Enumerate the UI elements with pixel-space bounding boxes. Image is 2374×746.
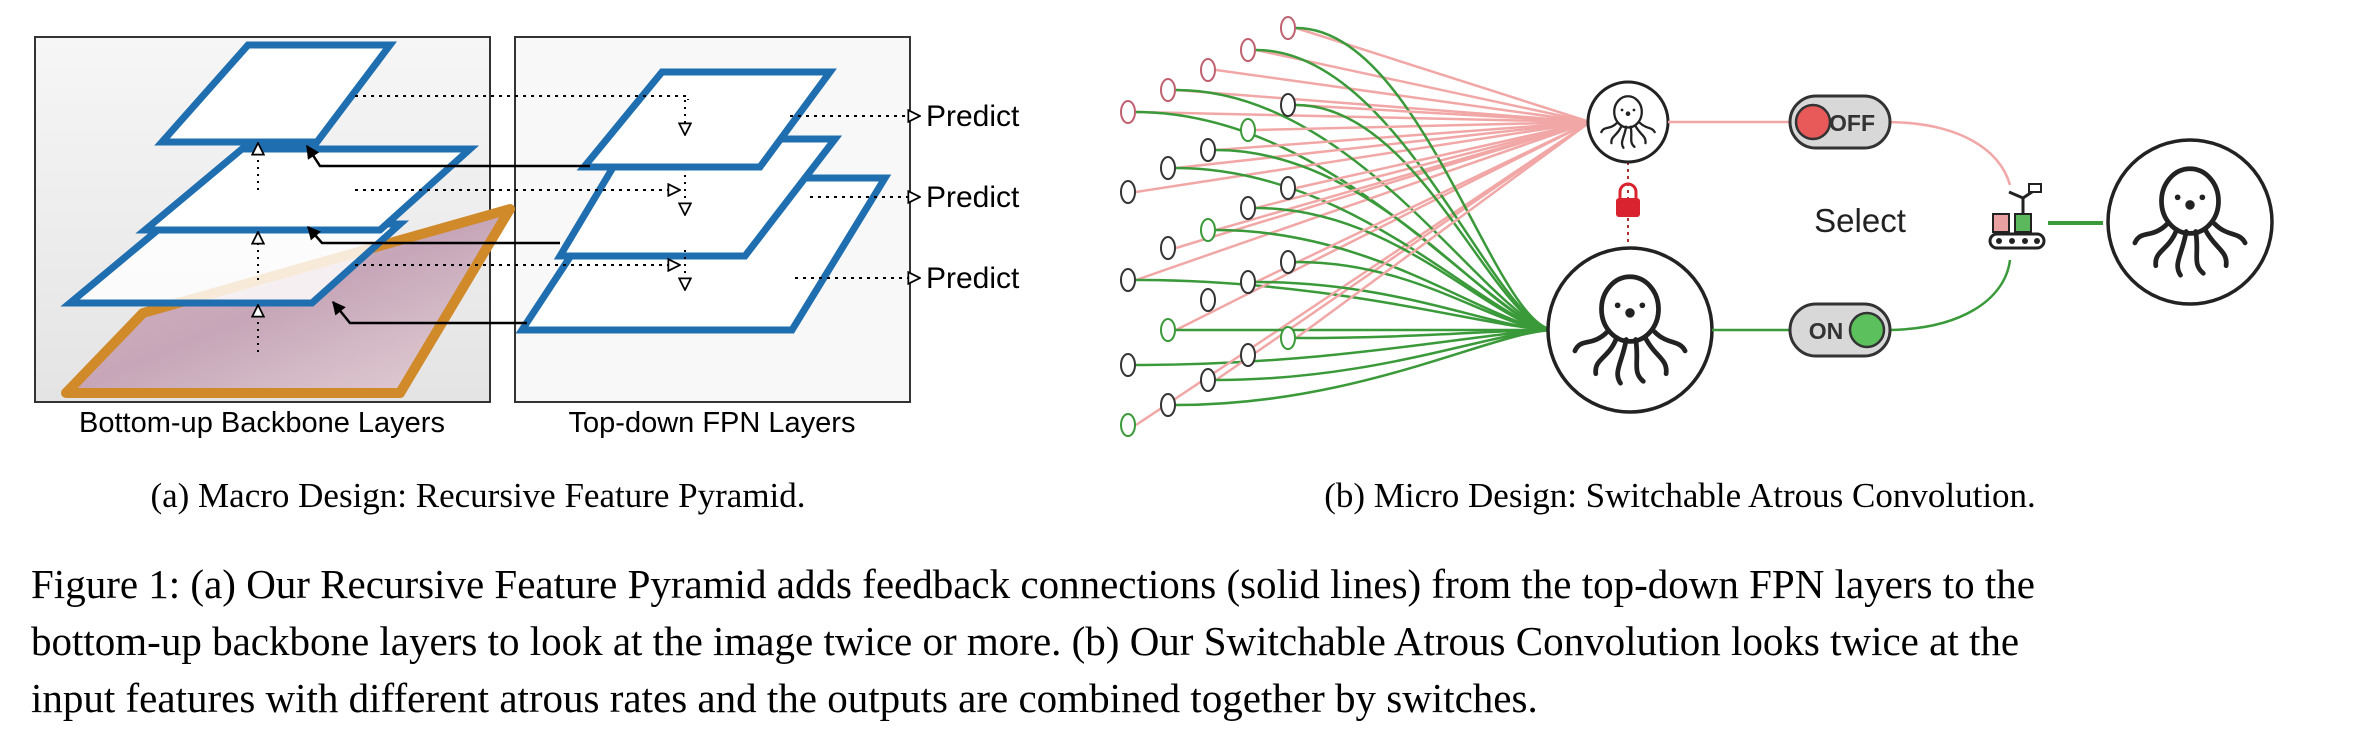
- backbone-layer-1: [154, 41, 398, 146]
- edge-standard: [1255, 206, 1556, 332]
- octopus-large: [1546, 246, 1714, 414]
- on-path: [1712, 259, 2012, 332]
- backbone-layer-2: [135, 145, 480, 234]
- edge-dilated: [1135, 120, 1591, 194]
- octopus-icon: [2132, 166, 2248, 278]
- lateral-connections: [355, 95, 689, 265]
- lock-icon: [1616, 182, 1640, 217]
- octopus-icon: [1572, 274, 1688, 386]
- predict-label-3: Predict: [926, 262, 1020, 295]
- backbone-label: Bottom-up Backbone Layers: [79, 407, 445, 439]
- caption-line-1: Figure 1: (a) Our Recursive Feature Pyra…: [31, 561, 2035, 607]
- edge-standard: [1295, 328, 1556, 340]
- edge-standard: [1135, 328, 1556, 367]
- select-label: Select: [1814, 202, 1906, 239]
- switch-on-icon: [1848, 311, 1886, 349]
- input-feature-node: [1200, 288, 1216, 312]
- input-feature-node: [1200, 58, 1216, 82]
- input-feature-node: [1240, 118, 1256, 142]
- input-feature-node: [1160, 156, 1176, 180]
- input-feature-node: [1120, 353, 1136, 377]
- switch-on: ON: [1788, 302, 1892, 358]
- caption-line-3: input features with different atrous rat…: [31, 675, 1538, 721]
- input-feature-node: [1280, 93, 1296, 117]
- input-feature-node: [1200, 138, 1216, 162]
- edge-dilated: [1215, 120, 1591, 382]
- switch-on-label: ON: [1809, 318, 1844, 344]
- edge-standard: [1175, 88, 1556, 332]
- input-feature-node: [1240, 38, 1256, 62]
- input-feature-node: [1200, 368, 1216, 392]
- input-feature-node: [1280, 326, 1296, 350]
- input-feature-node: [1280, 250, 1296, 274]
- input-feature-node: [1240, 343, 1256, 367]
- input-feature-node: [1120, 180, 1136, 204]
- robot-selector-icon: [1988, 183, 2046, 250]
- edge-standard: [1295, 260, 1556, 332]
- input-feature-node: [1120, 413, 1136, 437]
- edge-dilated: [1175, 120, 1591, 170]
- input-feature-node: [1280, 176, 1296, 200]
- switch-off: OFF: [1788, 94, 1892, 150]
- off-path: [1668, 120, 2012, 186]
- caption-line-2: bottom-up backbone layers to look at the…: [31, 618, 2020, 664]
- input-feature-node: [1200, 218, 1216, 242]
- edge-standard: [1295, 103, 1556, 332]
- edge-dilated: [1175, 88, 1591, 124]
- edge-standard: [1255, 48, 1556, 332]
- predict-label-2: Predict: [926, 181, 1020, 214]
- edge-dilated: [1215, 68, 1591, 124]
- octopus-output: [2106, 138, 2274, 306]
- subcaption-a: (a) Macro Design: Recursive Feature Pyra…: [150, 476, 805, 515]
- input-feature-node: [1160, 393, 1176, 417]
- edge-standard: [1295, 26, 1556, 332]
- input-node-group: [1120, 16, 1296, 437]
- feedback-connections: [305, 144, 590, 325]
- predict-label-1: Predict: [926, 100, 1020, 133]
- edge-dilated: [1255, 120, 1591, 284]
- subcaption-b: (b) Micro Design: Switchable Atrous Conv…: [1324, 476, 2036, 515]
- input-feature-node: [1160, 78, 1176, 102]
- fpn-label: Top-down FPN Layers: [569, 407, 856, 439]
- edge-dilated: [1215, 120, 1591, 152]
- input-feature-node: [1280, 16, 1296, 40]
- input-feature-node: [1240, 270, 1256, 294]
- predict-arrows: [790, 116, 920, 278]
- input-feature-node: [1120, 268, 1136, 292]
- input-feature-node: [1240, 196, 1256, 220]
- figure-caption: Figure 1: (a) Our Recursive Feature Pyra…: [31, 556, 2351, 727]
- edge-dilated: [1295, 103, 1591, 124]
- panel-a: Predict Predict Predict Bottom-up Backbo…: [34, 36, 1020, 515]
- switch-off-icon: [1794, 103, 1832, 141]
- input-feature-node: [1160, 236, 1176, 260]
- input-feature-node: [1160, 318, 1176, 342]
- edge-dilated: [1135, 120, 1591, 282]
- switch-off-label: OFF: [1829, 110, 1875, 136]
- edge-dilated: [1175, 120, 1591, 332]
- edge-standard: [1215, 148, 1556, 332]
- edge-dilated: [1295, 120, 1591, 340]
- edge-standard: [1175, 166, 1556, 332]
- edge-dilated: [1255, 120, 1591, 132]
- edge-dilated: [1255, 48, 1591, 124]
- edge-dilated: [1215, 120, 1591, 232]
- edge-dilated: [1295, 120, 1591, 190]
- octopus-icon: [1600, 95, 1656, 149]
- input-feature-node: [1120, 100, 1136, 124]
- edge-standard: [1215, 328, 1556, 382]
- edge-dilated: [1135, 110, 1591, 124]
- panel-b: OFF ON Select (b) M: [1120, 16, 2274, 515]
- octopus-small: [1586, 80, 1670, 164]
- edge-dilated: [1255, 120, 1591, 210]
